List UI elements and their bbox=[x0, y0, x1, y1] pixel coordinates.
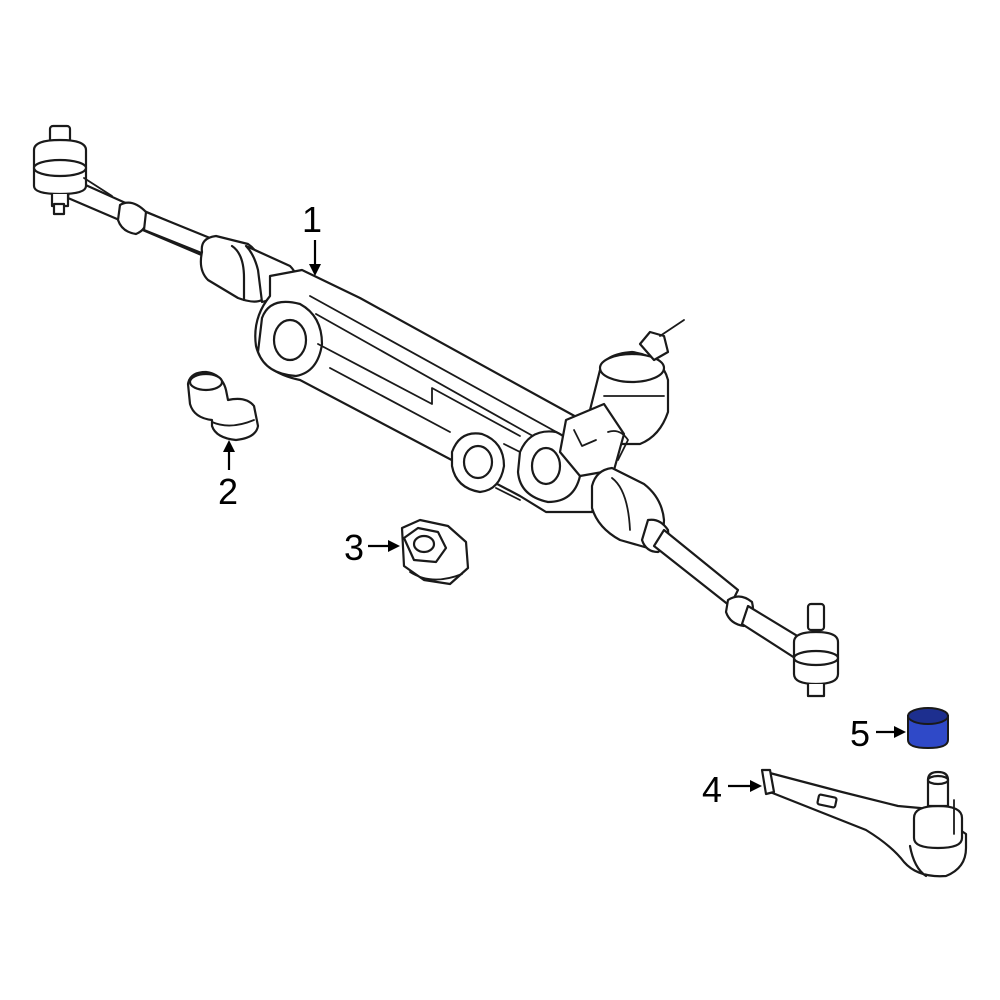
left-tie-rod bbox=[66, 176, 220, 264]
bushing[interactable] bbox=[186, 370, 260, 442]
left-tie-rod-end bbox=[32, 124, 113, 216]
outer-tie-rod-end[interactable] bbox=[760, 768, 968, 878]
flange-nut[interactable] bbox=[400, 518, 470, 586]
callout-5[interactable]: 5 bbox=[850, 713, 906, 754]
steering-rack-assembly[interactable] bbox=[32, 124, 840, 698]
callout-1[interactable]: 1 bbox=[302, 199, 322, 276]
dust-cap[interactable] bbox=[907, 707, 949, 750]
callout-3[interactable]: 3 bbox=[344, 527, 400, 568]
right-tie-rod-end bbox=[792, 602, 840, 698]
callout-4[interactable]: 4 bbox=[702, 769, 762, 810]
callout-label-2: 2 bbox=[218, 471, 238, 512]
callout-label-4: 4 bbox=[702, 769, 722, 810]
callout-label-5: 5 bbox=[850, 713, 870, 754]
callout-label-3: 3 bbox=[344, 527, 364, 568]
right-tie-rod bbox=[652, 528, 806, 662]
rack-housing bbox=[254, 268, 608, 514]
callout-label-1: 1 bbox=[302, 199, 322, 240]
pinion-valve-body bbox=[558, 319, 685, 478]
callout-2[interactable]: 2 bbox=[218, 440, 238, 512]
